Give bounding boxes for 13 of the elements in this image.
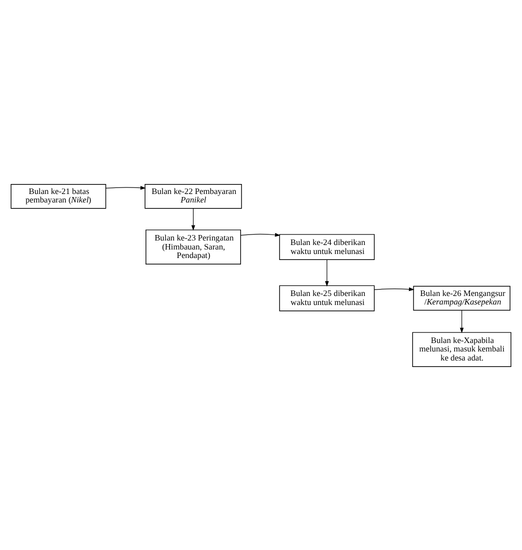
node-box: Bulan ke-Xapabila melunasi, masuk kembali ke desa adat. <box>412 332 512 366</box>
node-box: Bulan ke-24 diberikan waktu untuk melunasi <box>279 234 375 260</box>
node-box: Bulan ke-26 Mengangsur /Kerampag/Kasepekan <box>413 285 510 310</box>
node-box: Bulan ke-21 batas pembayaran (Nikel) <box>10 184 106 208</box>
arrow <box>460 310 464 333</box>
arrow <box>106 185 146 190</box>
node-box: Bulan ke-23 Peringatan (Himbauan, Saran, Pendapat) <box>146 229 241 264</box>
arrow <box>240 232 280 236</box>
node-box: Bulan ke-25 diberikan waktu untuk melunasi <box>279 284 375 311</box>
arrow <box>374 286 414 291</box>
arrow <box>191 208 196 230</box>
node-box: Bulan ke-22 Pembayaran Panikel <box>144 184 242 208</box>
arrow <box>325 258 329 286</box>
